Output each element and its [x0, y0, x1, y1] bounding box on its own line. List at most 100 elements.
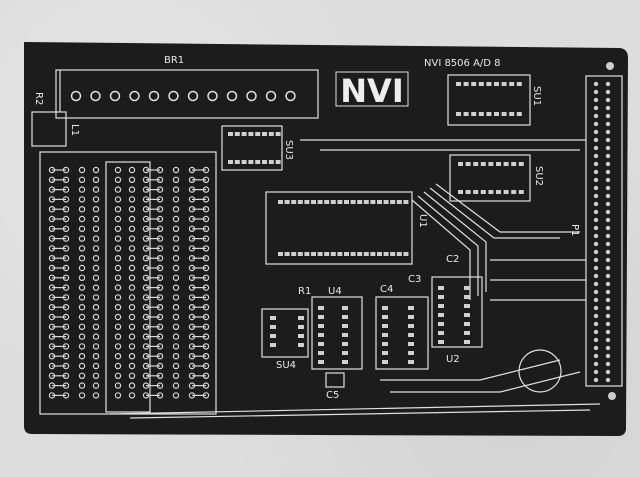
su2-pad: [465, 190, 471, 194]
su1-pad: [456, 112, 461, 116]
su1-pad: [509, 112, 515, 116]
p1-pin: [605, 369, 611, 375]
p1-pin: [605, 89, 611, 95]
proto-pad: [114, 343, 122, 350]
u4-pad: [342, 351, 348, 355]
su3-pad: [234, 132, 240, 136]
su4-pad: [270, 343, 276, 347]
u1-pad: [370, 252, 376, 256]
u4-pad: [318, 360, 324, 364]
p1-pin: [605, 121, 611, 127]
trace: [411, 199, 471, 300]
proto-pad: [114, 235, 122, 242]
u2-pad: [464, 313, 470, 317]
proto-pad: [114, 176, 122, 183]
u2-pad: [438, 313, 444, 317]
su1-pad: [463, 82, 469, 86]
proto-pad: [92, 304, 100, 311]
u4-pad: [342, 315, 348, 319]
su4-pad: [298, 343, 304, 347]
proto-pad: [78, 186, 86, 193]
trace: [390, 371, 581, 393]
proto-pad: [78, 274, 86, 281]
p1-pin: [593, 233, 599, 239]
u4-pad: [318, 306, 324, 310]
su2-pad: [465, 162, 471, 166]
proto-pad: [172, 382, 180, 389]
p1-pin: [605, 193, 611, 199]
su1-outline: [447, 74, 531, 126]
u3-pad: [382, 351, 388, 355]
p1-pin: [593, 153, 599, 159]
p1-pin: [605, 201, 611, 207]
br1-pad: [285, 90, 296, 102]
p1-pin: [605, 153, 611, 159]
p1-pin: [605, 105, 611, 111]
su2-pad: [503, 190, 509, 194]
proto-pad: [172, 205, 180, 213]
proto-pad: [128, 333, 136, 340]
br1-pad: [70, 90, 82, 102]
br1-pad: [265, 90, 277, 102]
proto-pad: [128, 304, 136, 311]
proto-pad: [172, 333, 180, 340]
u4-pad: [318, 324, 324, 328]
su2-pad: [473, 190, 479, 194]
u1-pad: [363, 200, 369, 204]
p1-pin: [593, 89, 599, 95]
su3-pad: [255, 132, 261, 136]
proto-pad: [92, 196, 100, 203]
u3-pad: [382, 360, 388, 364]
proto-pad: [114, 215, 122, 223]
label-p1: P1: [569, 224, 580, 236]
u2-pad: [464, 340, 470, 344]
br1-pad: [168, 90, 179, 102]
p1-pin: [605, 81, 611, 87]
proto-pad: [92, 176, 100, 183]
p1-pin: [593, 185, 599, 191]
proto-pad: [114, 284, 122, 291]
proto-pad: [114, 304, 122, 311]
p1-pin: [605, 313, 611, 319]
proto-pad: [92, 166, 100, 174]
proto-pad: [78, 176, 86, 183]
u2-pad: [464, 304, 470, 308]
p1-pin: [593, 113, 599, 119]
proto-pad: [128, 372, 136, 379]
p1-pin: [593, 241, 599, 247]
su2-pad: [518, 190, 524, 194]
su1-pad: [478, 112, 484, 116]
u3-pad: [408, 351, 414, 355]
proto-pad: [128, 215, 136, 223]
su1-pad: [471, 82, 477, 86]
p1-pin: [605, 257, 611, 263]
su3-outline: [221, 125, 283, 171]
proto-pad: [128, 264, 136, 272]
su2-pad: [480, 190, 486, 194]
proto-pad: [78, 353, 86, 360]
proto-pad: [172, 294, 180, 301]
proto-pad: [128, 255, 136, 262]
proto-pad: [78, 245, 86, 252]
u3-pad: [408, 333, 414, 337]
u1-pad: [403, 252, 409, 256]
p1-pin: [605, 145, 611, 151]
p1-pin: [605, 113, 611, 119]
label-u1: U1: [417, 214, 428, 228]
p1-pin: [593, 361, 599, 367]
proto-pad: [128, 313, 136, 321]
proto-pad: [92, 392, 100, 399]
proto-pad: [172, 284, 180, 291]
su4-outline: [261, 308, 309, 358]
proto-pad: [114, 245, 122, 252]
u1-pad: [324, 200, 330, 204]
trace: [417, 195, 479, 296]
proto-pad: [92, 343, 100, 350]
proto-pad: [78, 343, 86, 350]
proto-pad: [78, 166, 86, 174]
p1-pin: [605, 265, 611, 271]
u1-pad: [291, 200, 297, 204]
proto-pad: [114, 362, 122, 370]
proto-pad: [128, 176, 136, 183]
u2-outline: [431, 276, 483, 348]
